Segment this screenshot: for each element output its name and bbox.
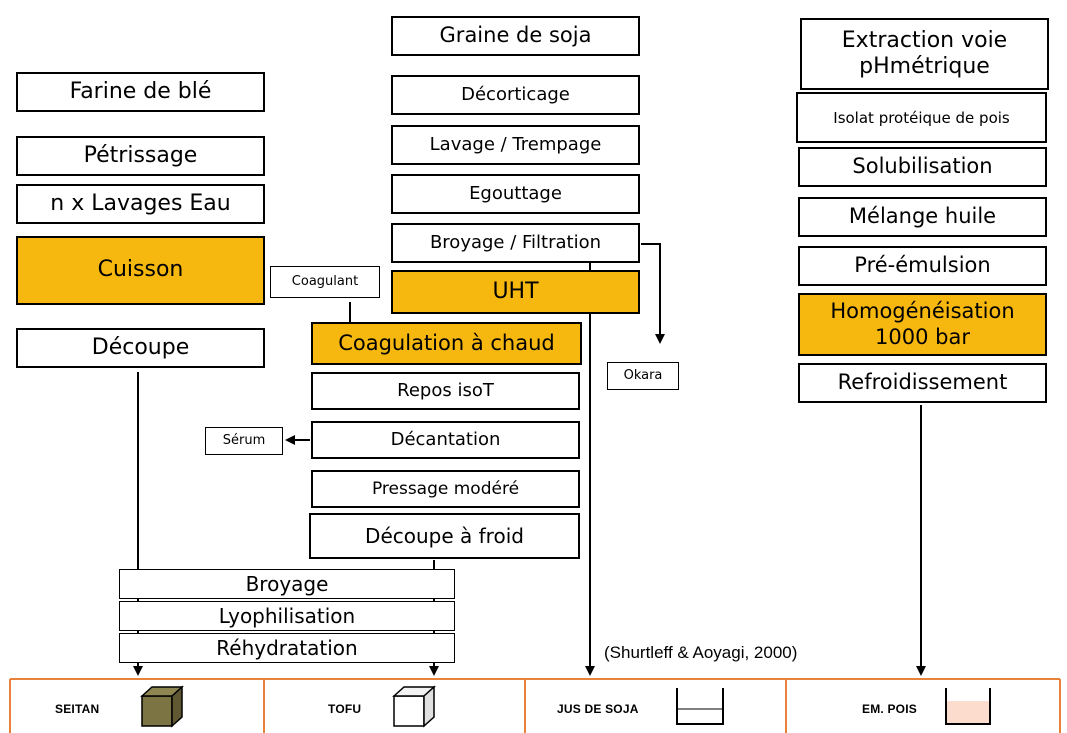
step-decantation: Décantation [311, 421, 580, 459]
step-graine-de-soja: Graine de soja [391, 16, 640, 56]
step-refroidissement: Refroidissement [798, 363, 1047, 403]
step-repos-isot: Repos isoT [311, 372, 580, 410]
product-label-tofu: TOFU [328, 702, 362, 716]
tofu-cube-icon [392, 685, 436, 728]
step-isolat-proteique-de-pois: Isolat protéique de pois [796, 92, 1047, 143]
step-melange-huile: Mélange huile [798, 197, 1047, 237]
step-homogeneisation: Homogénéisation 1000 bar [798, 293, 1047, 356]
step-lavage-trempage: Lavage / Trempage [391, 125, 640, 165]
citation: (Shurtleff & Aoyagi, 2000) [604, 643, 798, 662]
step-pressage-modere: Pressage modéré [311, 470, 580, 508]
step-petrissage: Pétrissage [16, 136, 265, 176]
step-lyophilisation: Lyophilisation [119, 601, 455, 631]
step-cuisson: Cuisson [16, 236, 265, 305]
step-broyage: Broyage [119, 569, 455, 599]
step-lavages-eau: n x Lavages Eau [16, 184, 265, 224]
pea-emulsion-glass-icon [945, 688, 991, 725]
product-label-seitan: SEITAN [55, 702, 100, 716]
seitan-cube-icon [140, 685, 184, 728]
step-uht: UHT [391, 270, 640, 314]
product-bar [9, 678, 1061, 733]
step-decoupe: Découpe [16, 328, 265, 368]
step-decorticage: Décorticage [391, 75, 640, 115]
step-decoupe-a-froid: Découpe à froid [309, 513, 580, 559]
step-farine-de-ble: Farine de blé [16, 72, 265, 112]
input-coagulant: Coagulant [270, 266, 380, 298]
step-broyage-filtration: Broyage / Filtration [391, 223, 640, 263]
okara-branch [641, 243, 665, 344]
soy-juice-glass-icon [676, 688, 724, 725]
step-extraction-voie-phmetrique: Extraction voie pHmétrique [800, 18, 1049, 90]
byproduct-okara: Okara [607, 362, 679, 390]
byproduct-serum: Sérum [205, 427, 283, 455]
product-label-em-pois: EM. POIS [862, 702, 917, 716]
step-coagulation-a-chaud: Coagulation à chaud [311, 322, 582, 365]
step-egouttage: Egouttage [391, 174, 640, 214]
product-label-jus-de-soja: JUS DE SOJA [557, 702, 639, 716]
step-rehydratation: Réhydratation [119, 633, 455, 663]
step-solubilisation: Solubilisation [798, 147, 1047, 187]
step-pre-emulsion: Pré-émulsion [798, 246, 1047, 286]
